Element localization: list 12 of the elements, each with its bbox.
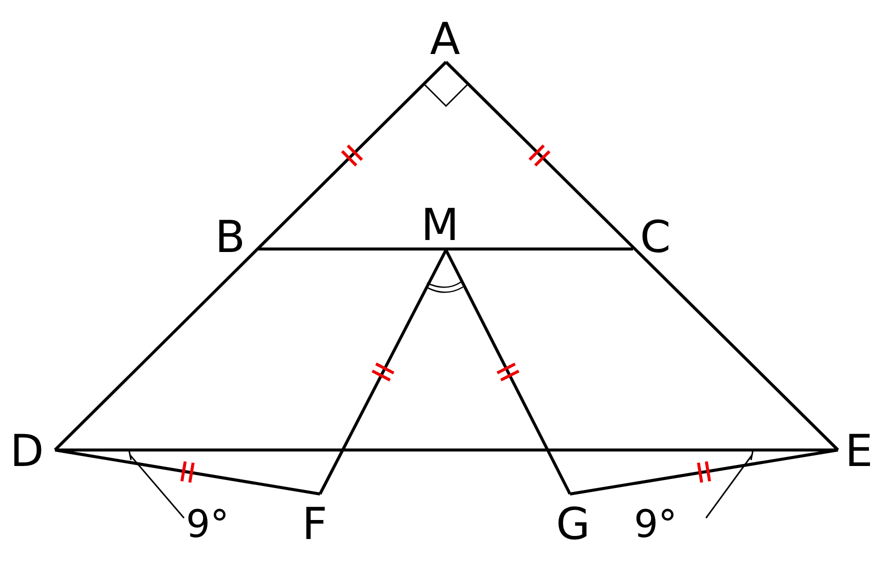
point-label: E: [845, 430, 873, 474]
angle-label: 9°: [184, 505, 232, 543]
point-label: F: [302, 503, 328, 547]
leader-line: [129, 454, 185, 518]
angle-label: 9°: [632, 505, 680, 543]
point-label: A: [430, 18, 460, 62]
point-label: M: [421, 204, 459, 248]
point-label: D: [10, 430, 44, 474]
leader-line: [705, 454, 753, 518]
point-label: B: [215, 216, 246, 260]
point-label: G: [556, 503, 590, 547]
point-label: C: [640, 216, 671, 260]
